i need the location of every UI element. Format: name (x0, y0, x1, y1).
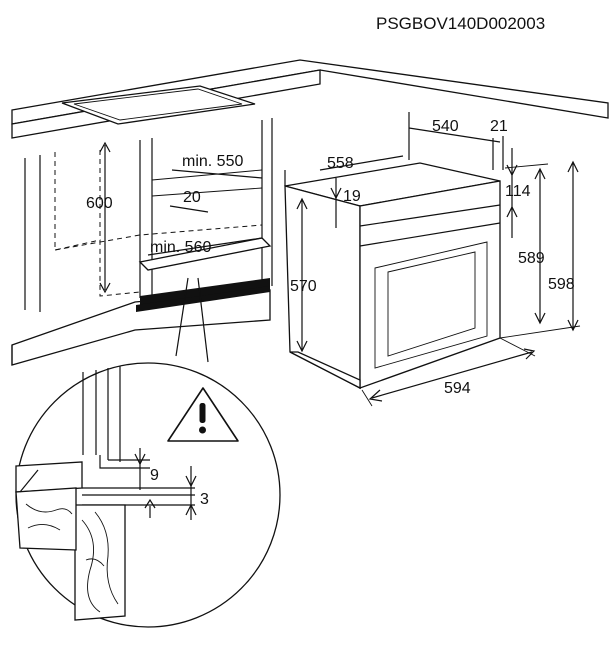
label-598: 598 (548, 276, 575, 293)
label-114: 114 (505, 183, 531, 200)
label-min-550: min. 550 (182, 153, 243, 170)
niche-dimensions: 600 min. 550 20 min. 560 (86, 141, 263, 294)
label-570: 570 (290, 278, 317, 295)
label-21: 21 (490, 118, 508, 135)
oven-dimensions: 540 21 558 19 114 589 598 570 (284, 112, 581, 407)
label-9: 9 (150, 467, 159, 484)
label-19: 19 (343, 188, 361, 205)
drawing-code: PSGBOV140D002003 (376, 14, 545, 33)
detail-section: 9 3 (15, 366, 209, 621)
label-594: 594 (444, 380, 471, 397)
label-min-560: min. 560 (150, 239, 211, 256)
label-558: 558 (327, 155, 354, 172)
label-589: 589 (518, 250, 545, 267)
label-540: 540 (432, 118, 459, 135)
label-3: 3 (200, 491, 209, 508)
warning-triangle-icon (167, 387, 239, 442)
cabinet (11, 59, 609, 366)
oven (284, 162, 501, 390)
label-20: 20 (183, 189, 201, 206)
label-600: 600 (86, 195, 113, 212)
